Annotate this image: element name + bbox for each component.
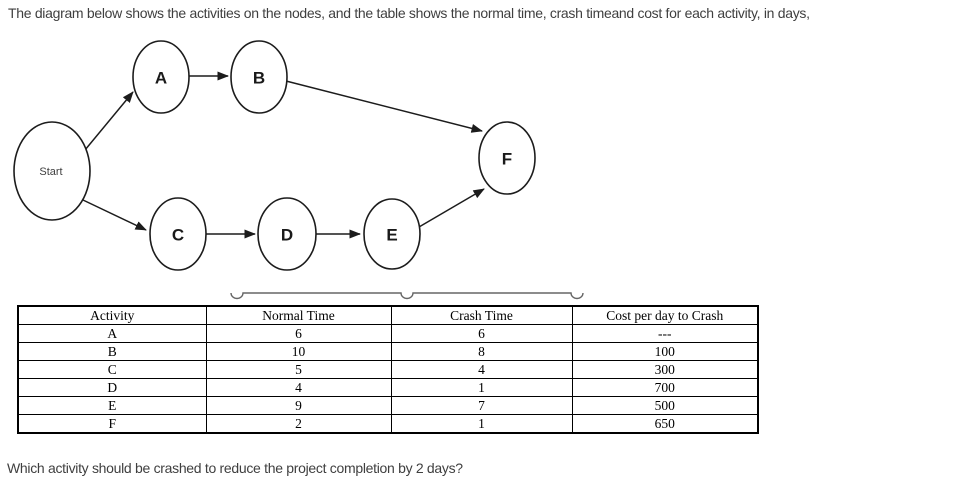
table-row-b: B 10 8 100 — [17, 342, 759, 361]
table-cell: 650 — [571, 414, 759, 434]
table-row-c: C 5 4 300 — [17, 360, 759, 379]
activity-table: Activity Normal Time Crash Time Cost per… — [17, 305, 759, 434]
table-cell: 4 — [205, 378, 392, 397]
table-cell: 1 — [390, 414, 573, 434]
edge-e-to-f — [418, 188, 485, 228]
table-cell: 700 — [571, 378, 759, 397]
node-b-label: B — [253, 69, 265, 88]
table-cell: 7 — [390, 396, 573, 415]
table-cell: 6 — [390, 324, 573, 343]
node-c-label: C — [172, 226, 184, 245]
node-f: F — [478, 121, 536, 195]
node-a-label: A — [155, 69, 167, 88]
table-cell: 5 — [205, 360, 392, 379]
table-cell: 100 — [571, 342, 759, 361]
table-cell: 500 — [571, 396, 759, 415]
edge-start-to-a — [84, 91, 134, 151]
table-cell: 300 — [571, 360, 759, 379]
table-cell: F — [17, 414, 207, 434]
table-cell: D — [17, 378, 207, 397]
node-e-label: E — [386, 226, 397, 245]
node-b: B — [230, 40, 288, 114]
table-cell: --- — [571, 324, 759, 343]
node-d-label: D — [281, 226, 293, 245]
table-cell: 8 — [390, 342, 573, 361]
page-title: The diagram below shows the activities o… — [8, 5, 810, 21]
node-f-label: F — [502, 150, 512, 169]
node-e: E — [363, 198, 421, 270]
table-cell: B — [17, 342, 207, 361]
edge-start-to-c — [82, 199, 147, 231]
table-row-d: D 4 1 700 — [17, 378, 759, 397]
table-cell: C — [17, 360, 207, 379]
table-cell: 6 — [205, 324, 392, 343]
node-start-label: Start — [39, 166, 62, 178]
table-cell: E — [17, 396, 207, 415]
table-cell: 2 — [205, 414, 392, 434]
table-cell: 10 — [205, 342, 392, 361]
node-start: Start — [13, 121, 91, 221]
question-text: Which activity should be crashed to redu… — [7, 460, 463, 476]
table-cell: 1 — [390, 378, 573, 397]
node-d: D — [257, 197, 317, 271]
edge-b-to-f — [285, 80, 483, 133]
header-normal-time: Normal Time — [205, 305, 392, 325]
header-crash-time: Crash Time — [390, 305, 573, 325]
table-header-row: Activity Normal Time Crash Time Cost per… — [17, 305, 759, 325]
table-row-f: F 2 1 650 — [17, 414, 759, 434]
table-cell: 9 — [205, 396, 392, 415]
table-row-e: E 9 7 500 — [17, 396, 759, 415]
header-cost-per-day: Cost per day to Crash — [571, 305, 759, 325]
node-c: C — [149, 197, 207, 271]
header-activity: Activity — [17, 305, 207, 325]
table-row-a: A 6 6 --- — [17, 324, 759, 343]
table-cell: A — [17, 324, 207, 343]
node-a: A — [132, 40, 190, 114]
table-cell: 4 — [390, 360, 573, 379]
table-brace-decoration — [230, 292, 584, 300]
